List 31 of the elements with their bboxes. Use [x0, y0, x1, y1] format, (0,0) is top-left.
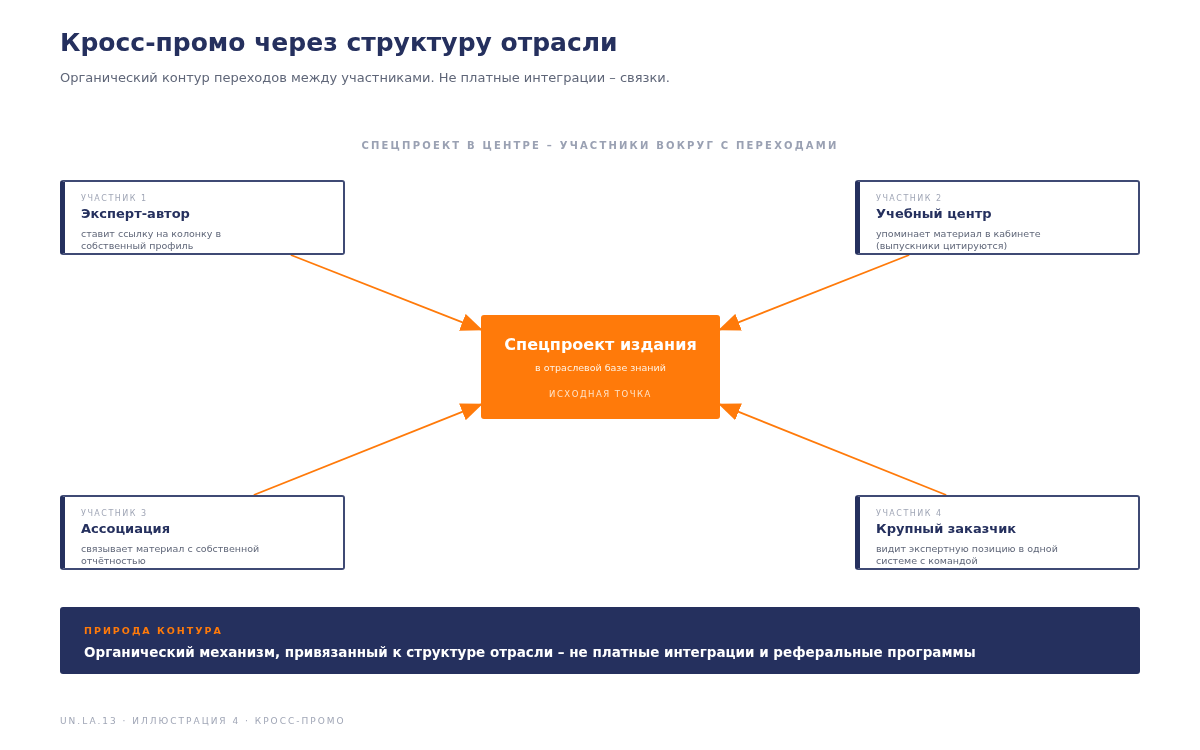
arrow — [252, 403, 483, 496]
center-title: Спецпроект издания — [503, 335, 698, 354]
participant-description: ставит ссылку на колонку в собственный профиль — [81, 228, 222, 253]
summary-banner — [60, 607, 1140, 674]
participant-card — [60, 495, 345, 570]
participant-number: УЧАСТНИК 3 — [81, 509, 149, 518]
diagram-title: Кросс-промо через структуру отрасли — [60, 28, 618, 57]
participant-card — [855, 495, 1140, 570]
participant-description: связывает материал с собственной отчётностью — [81, 543, 261, 568]
center-box — [481, 315, 720, 419]
section-heading: СПЕЦПРОЕКТ В ЦЕНТРЕ – УЧАСТНИКИ ВОКРУГ С ПЕРЕХОДАМИ — [360, 140, 840, 151]
participant-number: УЧАСТНИК 1 — [81, 194, 149, 203]
arrow — [718, 254, 911, 331]
participant-number: УЧАСТНИК 4 — [876, 509, 944, 518]
participant-description: видит экспертную позицию в одной системе с командой — [876, 543, 1059, 568]
participant-name: Крупный заказчик — [876, 521, 1018, 536]
participant-card — [60, 180, 345, 255]
banner-kicker: ПРИРОДА КОНТУРА — [84, 625, 224, 636]
banner-text: Органический механизм, привязанный к структуре отрасли – не платные интеграции и реферальные программы — [84, 644, 977, 660]
arrow — [289, 254, 483, 331]
participant-description: упоминает материал в кабинете (выпускники цитируются) — [876, 228, 1042, 253]
participant-name: Эксперт-автор — [81, 206, 191, 221]
subtitle: Органический контур переходов между участниками. Не платные интеграции – связки. — [60, 70, 670, 85]
arrow — [718, 403, 948, 496]
center-tag: ИСХОДНАЯ ТОЧКА — [481, 389, 720, 399]
participant-card — [855, 180, 1140, 255]
participant-name: Ассоциация — [81, 521, 171, 536]
center-subtitle: в отраслевой базе знаний — [534, 362, 667, 373]
participant-name: Учебный центр — [876, 206, 993, 221]
footer-note: UN.LA.13 · ИЛЛЮСТРАЦИЯ 4 · КРОСС-ПРОМО — [60, 716, 346, 726]
participant-number: УЧАСТНИК 2 — [876, 194, 944, 203]
